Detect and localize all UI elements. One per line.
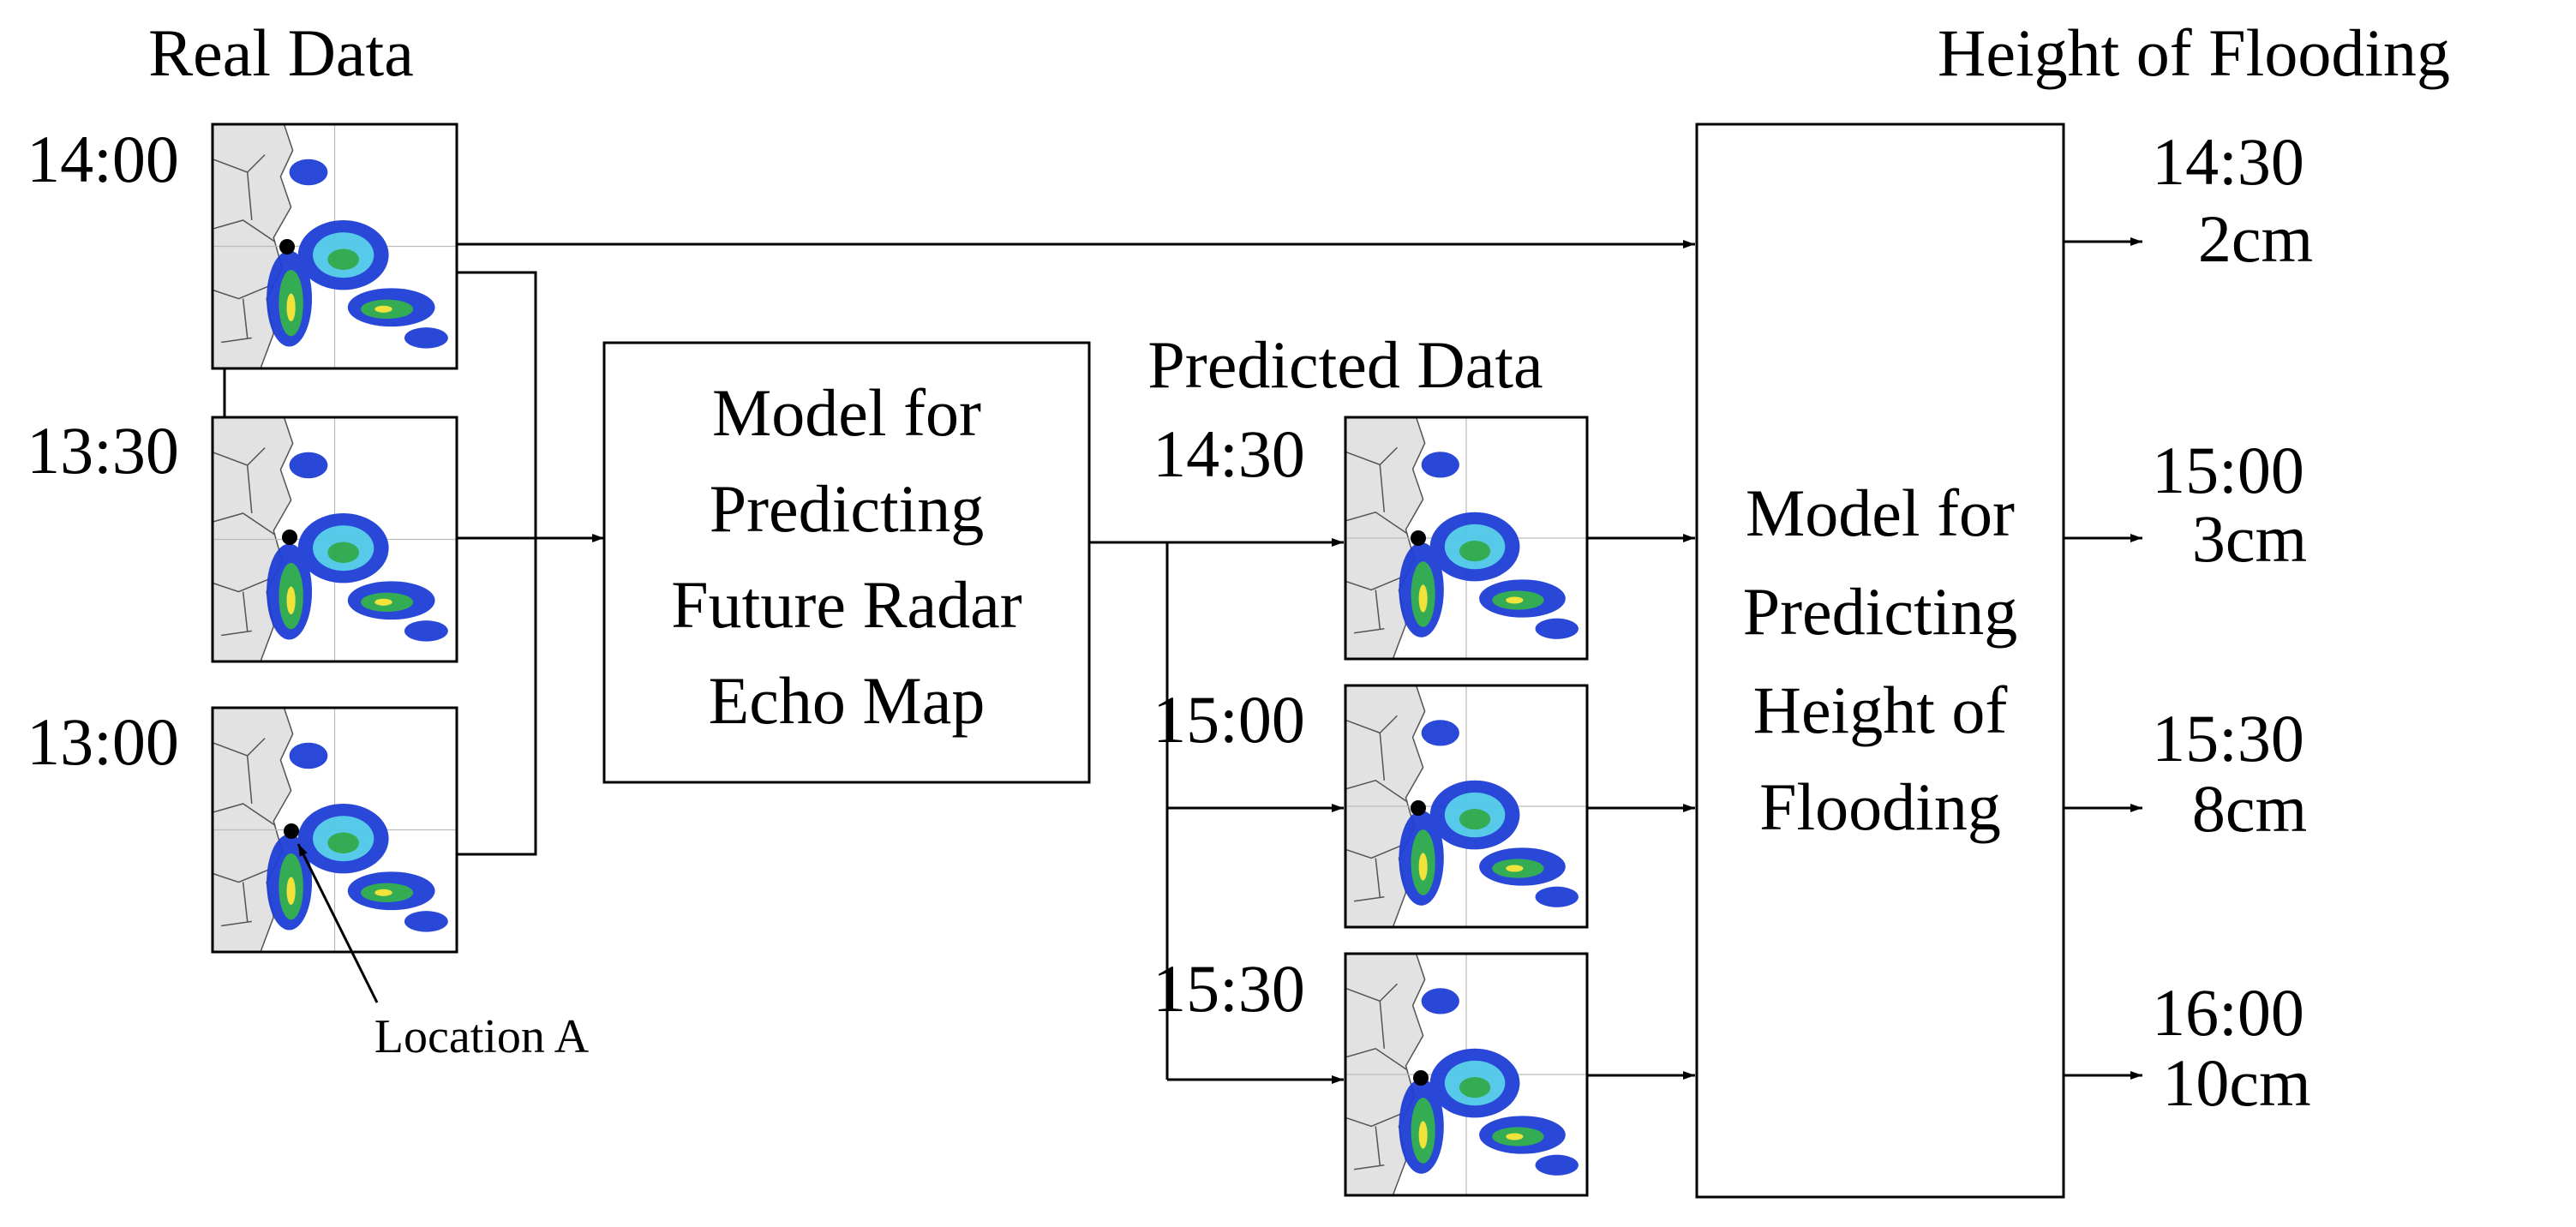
predicted-time-label-1430: 14:30 <box>1153 416 1305 491</box>
real-data-map-1400 <box>211 123 458 370</box>
output-height-1600: 10cm <box>2162 1045 2310 1120</box>
real-data-title: Real Data <box>148 15 414 90</box>
output-time-1600: 16:00 <box>2152 975 2304 1050</box>
flood-model-line-4: Flooding <box>1759 769 2001 844</box>
real-data-map-1300 <box>211 706 458 954</box>
predicted-map-1500 <box>1344 684 1589 929</box>
radar-model-line-4: Echo Map <box>709 663 985 738</box>
real-data-map-1330 <box>211 416 458 663</box>
flood-model-line-1: Model for <box>1746 476 2015 550</box>
output-time-1500: 15:00 <box>2152 433 2304 507</box>
radar-prediction-model-text: Model for Predicting Future Radar Echo M… <box>671 375 1021 738</box>
output-height-1530: 8cm <box>2192 771 2307 846</box>
predicted-map-1430 <box>1344 416 1589 661</box>
radar-model-line-2: Predicting <box>710 471 985 546</box>
real-time-label-1330: 13:30 <box>27 413 179 488</box>
real-time-label-1400: 14:00 <box>27 122 179 196</box>
location-a-label: Location A <box>374 1010 590 1063</box>
predicted-map-1530 <box>1344 952 1589 1197</box>
radar-model-line-3: Future Radar <box>671 567 1021 642</box>
flood-model-line-3: Height of <box>1753 673 2008 747</box>
height-of-flooding-title: Height of Flooding <box>1938 15 2450 90</box>
flood-model-line-2: Predicting <box>1743 574 2018 649</box>
predicted-data-title: Predicted Data <box>1147 327 1543 402</box>
radar-model-line-1: Model for <box>712 375 981 450</box>
real-time-label-1300: 13:00 <box>27 704 179 779</box>
output-time-1430: 14:30 <box>2152 124 2304 199</box>
predicted-time-label-1530: 15:30 <box>1153 951 1305 1026</box>
radar-prediction-model-box <box>602 341 1091 784</box>
flood-prediction-model-box <box>1695 123 2065 1199</box>
flood-prediction-model-text: Model for Predicting Height of Flooding <box>1743 476 2018 844</box>
output-height-1500: 3cm <box>2192 501 2307 576</box>
predicted-time-label-1500: 15:00 <box>1153 682 1305 757</box>
output-height-1430: 2cm <box>2198 201 2313 276</box>
location-a-pointer <box>297 843 379 1003</box>
real-data-bracket <box>457 271 537 856</box>
output-time-1530: 15:30 <box>2152 701 2304 775</box>
